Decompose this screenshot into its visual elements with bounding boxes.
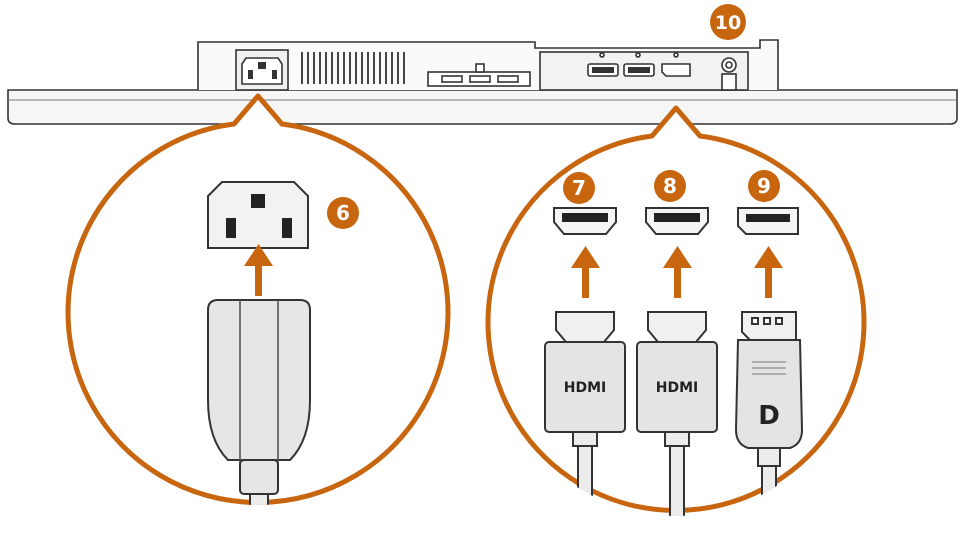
callout-badge-9: 9 [748, 170, 780, 202]
callout-number-6: 6 [336, 201, 350, 225]
hdmi-1-arrow-icon [571, 246, 600, 298]
callout-number-8: 8 [663, 174, 677, 198]
hdmi-port-1 [553, 207, 617, 235]
hdmi-cable-2 [636, 311, 718, 516]
callout-badge-6: 6 [327, 197, 359, 229]
callout-badge-8: 8 [654, 170, 686, 202]
panel-audio-jack [721, 57, 737, 91]
hdmi-cable-1 [544, 311, 626, 516]
hdmi-port-2 [645, 207, 709, 235]
callout-badge-7: 7 [563, 172, 595, 204]
video-magnifier: HDMI HDMI D [485, 105, 867, 516]
hdmi-logo-1: HDMI [564, 380, 606, 396]
vent-grille [301, 52, 405, 84]
panel-displayport [661, 52, 691, 77]
callout-number-10: 10 [715, 12, 741, 34]
displayport-logo: D [758, 401, 780, 431]
panel-hdmi-1 [587, 52, 619, 77]
panel-hdmi-2 [623, 52, 655, 77]
stand-mount [427, 63, 531, 87]
displayport [737, 207, 799, 235]
callout-number-9: 9 [757, 174, 771, 198]
hdmi-logo-2: HDMI [656, 380, 698, 396]
power-arrow-icon [244, 244, 273, 296]
power-cord-plug [207, 299, 311, 505]
callout-number-7: 7 [572, 176, 586, 200]
hdmi-2-arrow-icon [663, 246, 692, 298]
ac-power-inlet [207, 181, 309, 249]
displayport-arrow-icon [754, 246, 783, 298]
ac-inlet-small [235, 49, 289, 91]
power-magnifier: 6 [65, 93, 451, 505]
monitor-bezel [7, 89, 958, 125]
callout-badge-10: 10 [710, 4, 746, 40]
monitor-bottom [7, 39, 958, 125]
